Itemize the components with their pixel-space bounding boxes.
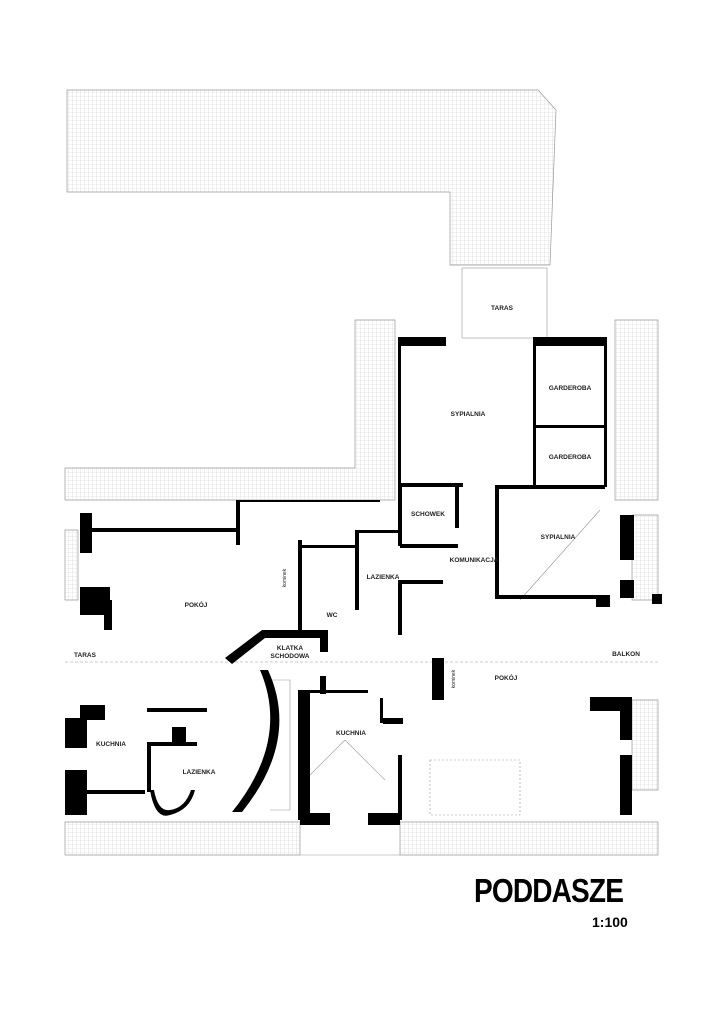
room-label-garderoba-2: GARDEROBA (549, 454, 592, 461)
room-label-taras-left: TARAS (74, 652, 97, 659)
thin-lines (65, 267, 658, 856)
room-label-komunikacja: KOMUNIKACJA (450, 557, 499, 564)
room-label-klatka: KLATKA (277, 645, 304, 652)
room-label-wc: WC (327, 612, 338, 619)
room-label-kuchnia-center: KUCHNIA (336, 730, 366, 737)
room-labels: TARAS SYPIALNIA GARDEROBA GARDEROBA SCHO… (74, 305, 640, 776)
plan-scale: 1:100 (592, 914, 628, 930)
room-label-sypialnia-top: SYPIALNIA (451, 411, 486, 418)
fireplace-label-right: kominek (451, 669, 457, 688)
room-label-pokoj-right: POKÓJ (495, 673, 518, 682)
room-label-lazienka-left: LAZIENKA (183, 769, 216, 776)
room-label-lazienka-center: LAZIENKA (367, 574, 400, 581)
walls (65, 337, 662, 825)
room-label-sypialnia-right: SYPIALNIA (541, 534, 576, 541)
room-label-pokoj-left: POKÓJ (185, 600, 208, 609)
room-label-balkon: BALKON (612, 651, 640, 658)
roof-areas (64, 89, 659, 856)
plan-title: PODDASZE (474, 872, 624, 909)
room-label-kuchnia-left: KUCHNIA (96, 741, 126, 748)
room-label-schowek: SCHOWEK (411, 511, 445, 518)
fireplace-label-left: kominek (282, 568, 288, 587)
room-label-garderoba-1: GARDEROBA (549, 385, 592, 392)
room-label-schodowa: SCHODOWA (271, 653, 310, 660)
room-label-taras-top: TARAS (491, 305, 514, 312)
